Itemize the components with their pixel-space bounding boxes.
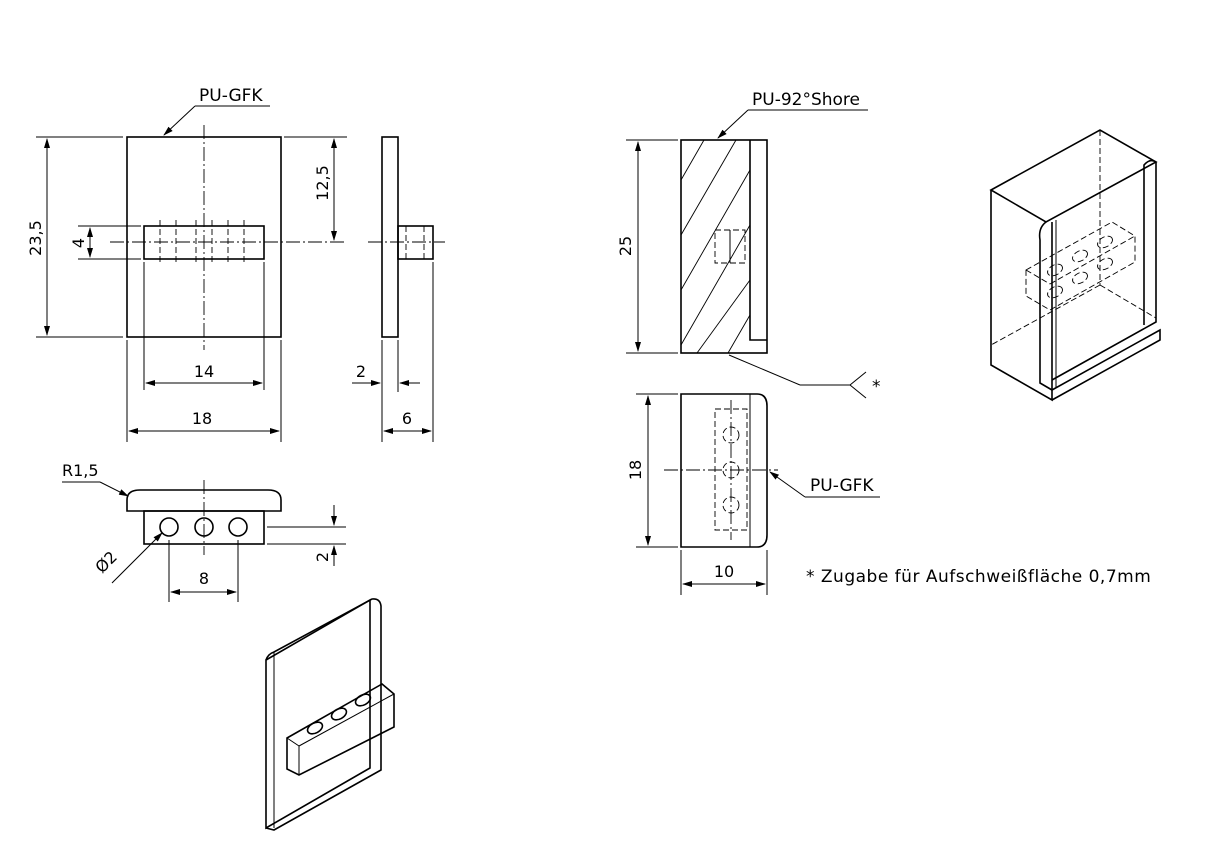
weld-allowance-note: * Zugabe für Aufschweißfläche 0,7mm <box>806 567 1151 587</box>
weld-symbol: * <box>872 377 881 397</box>
dim-bar-length: 14 <box>194 362 214 381</box>
dim-width: 18 <box>192 409 212 428</box>
hatching <box>680 139 751 354</box>
isometric-view-pad <box>989 129 1161 402</box>
dim-depth: 6 <box>402 409 412 428</box>
dim-plate-thickness: 2 <box>356 362 366 381</box>
dim-bar-offset: 2 <box>313 552 332 562</box>
material-label-carrier: PU-GFK <box>199 86 263 106</box>
hole-diameter-label: Ø2 <box>91 547 121 577</box>
dim-hole-pitch: 8 <box>199 569 209 588</box>
dim-pad-height: 25 <box>616 236 635 256</box>
side-view-carrier: 2 6 <box>352 136 445 442</box>
dim-bar-height: 4 <box>69 238 88 248</box>
radius-label: R1,5 <box>62 461 99 480</box>
bottom-view-pad: PU-GFK 18 10 <box>626 393 880 595</box>
top-view-carrier: R1,5 Ø2 8 2 <box>62 461 346 602</box>
dim-height-total: 23,5 <box>26 220 45 256</box>
material-label-pad: PU-92°Shore <box>752 90 860 110</box>
dim-pad-depth: 10 <box>714 562 734 581</box>
front-view-carrier: PU-GFK 23,5 4 12,5 14 18 <box>26 86 347 442</box>
dim-height-upper: 12,5 <box>313 165 332 201</box>
dim-pad-width: 18 <box>626 460 645 480</box>
isometric-view-carrier <box>265 598 395 831</box>
material-label-insert: PU-GFK <box>810 476 874 496</box>
section-view-pad: PU-92°Shore * 25 <box>616 90 881 399</box>
